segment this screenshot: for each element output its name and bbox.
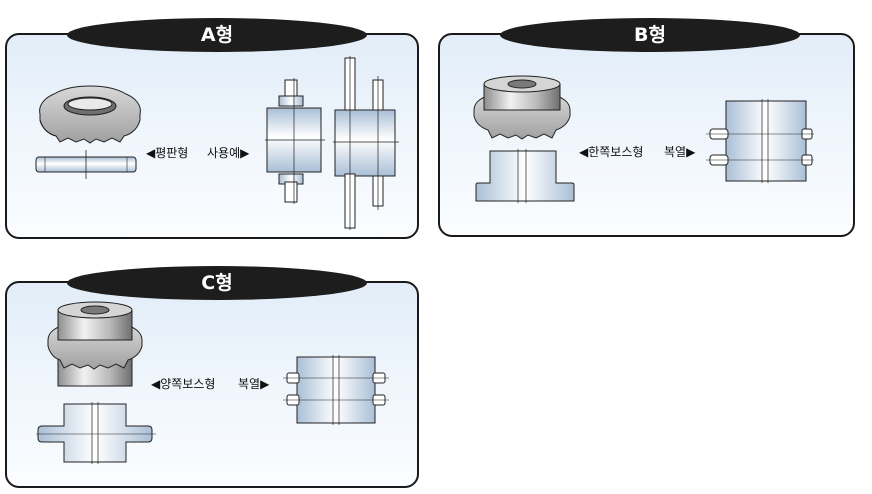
plate-sprocket-icon bbox=[39, 85, 141, 144]
panel-c-title: C형 bbox=[67, 266, 367, 300]
usage-example-double-icon bbox=[333, 56, 399, 230]
two-side-boss-sprocket-icon bbox=[47, 301, 143, 387]
panel-c-label-left: ◀양쪽보스형 bbox=[151, 377, 216, 391]
two-side-boss-double-row-icon bbox=[283, 355, 389, 425]
panel-b-label-left: ◀한쪽보스형 bbox=[579, 145, 644, 159]
panel-c-label-right: 복열▶ bbox=[238, 377, 270, 391]
one-side-boss-double-row-icon bbox=[706, 99, 814, 183]
panel-a-label-right: 사용예▶ bbox=[207, 146, 250, 160]
usage-example-single-icon bbox=[265, 78, 325, 204]
panel-a-label-left: ◀평판형 bbox=[146, 146, 189, 160]
panel-a-title: A형 bbox=[67, 18, 367, 52]
one-side-boss-section-icon bbox=[475, 149, 575, 203]
plate-section-icon bbox=[35, 150, 137, 179]
one-side-boss-sprocket-icon bbox=[473, 75, 571, 140]
two-side-boss-section-icon bbox=[36, 402, 156, 464]
panel-b-label-right: 복열▶ bbox=[664, 145, 696, 159]
panel-b-title: B형 bbox=[500, 18, 800, 52]
